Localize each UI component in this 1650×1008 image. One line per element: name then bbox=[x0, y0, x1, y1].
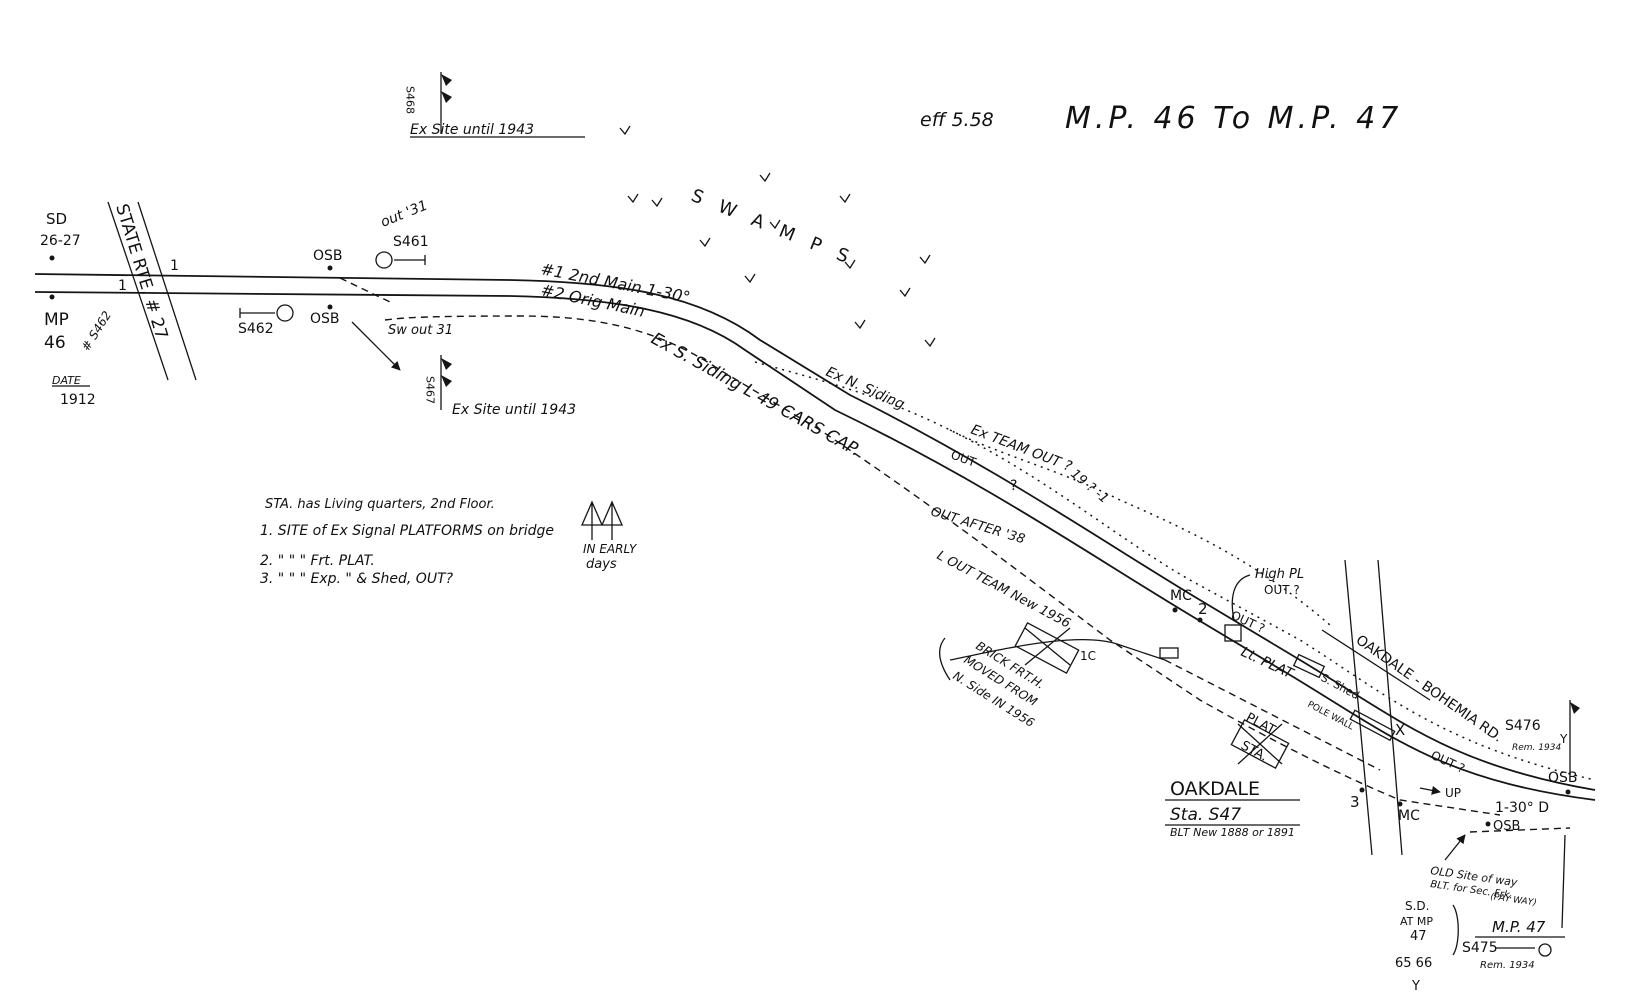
note-line-0: STA. has Living quarters, 2nd Floor. bbox=[265, 497, 495, 512]
track-question: ? bbox=[1010, 478, 1017, 494]
year-1912: 1912 bbox=[60, 392, 96, 408]
sd-47: 47 bbox=[1410, 929, 1427, 944]
station-name: OAKDALE bbox=[1170, 778, 1260, 800]
signal-s476-y: Y bbox=[1559, 732, 1568, 746]
header-title: M.P. 46 To M.P. 47 bbox=[1065, 101, 1402, 136]
year-1912-header: DATE bbox=[52, 374, 81, 387]
mc-bottom: MC bbox=[1398, 808, 1420, 824]
note-line-1: 1. SITE of Ex Signal PLATFORMS on bridge bbox=[260, 523, 554, 539]
swamp-marks bbox=[619, 125, 936, 348]
note-line-3: 3. " " " Exp. " & Shed, OUT? bbox=[260, 571, 454, 587]
switch-out-31: Sw out 31 bbox=[388, 323, 453, 338]
signal-s461 bbox=[375, 251, 426, 269]
signal-mast-s468 bbox=[440, 72, 452, 134]
curve-1-30-right: 1-30° D bbox=[1495, 800, 1549, 816]
sta-label: STA. bbox=[1238, 738, 1270, 764]
oakdale-bohemia-road bbox=[1321, 559, 1431, 856]
station-number: Sta. S47 bbox=[1170, 805, 1241, 825]
header-code: eff 5.58 bbox=[920, 109, 994, 131]
swamps-label: S W A M P S bbox=[688, 185, 857, 270]
high-platform-label: High PL bbox=[1255, 567, 1304, 582]
signal-s476: S476 bbox=[1505, 718, 1541, 734]
year-19q: 19 ? -1 bbox=[1067, 467, 1111, 507]
bridge-mark-1b: 1 bbox=[118, 278, 127, 294]
brick-freight-house bbox=[1014, 622, 1080, 674]
marker-3: 3 bbox=[1350, 793, 1360, 811]
at-mp-right: AT MP bbox=[1400, 915, 1433, 928]
sd-y: Y bbox=[1411, 979, 1420, 994]
light-platform: Lt. PLAT bbox=[1238, 644, 1296, 683]
signal-s461-label: S461 bbox=[393, 234, 429, 250]
trees-note-1: IN EARLY bbox=[583, 542, 638, 556]
road-label: OAKDALE - BOHEMIA RD. bbox=[1353, 632, 1506, 746]
track-1-main bbox=[34, 273, 1596, 791]
old-site-3: (PAY WAY) bbox=[1490, 892, 1538, 908]
sd-right: S.D. bbox=[1405, 899, 1430, 913]
ex-south-siding bbox=[384, 315, 1501, 816]
mp-47-label: M.P. 47 bbox=[1492, 918, 1546, 936]
pole-wall: POLE WALL bbox=[1306, 700, 1355, 733]
s462-note: # S462 bbox=[79, 309, 114, 354]
trees-note-2: days bbox=[586, 557, 617, 572]
signal-s475: S475 bbox=[1462, 940, 1498, 956]
up-label: UP bbox=[1445, 786, 1461, 800]
out-q-2: OUT ? bbox=[1229, 608, 1267, 636]
marker-2: 2 bbox=[1198, 600, 1208, 618]
sd-number: 26-27 bbox=[40, 233, 81, 249]
osb-low: OSB bbox=[1493, 819, 1520, 834]
track-out: OUT bbox=[949, 448, 978, 470]
station-building bbox=[1230, 719, 1290, 769]
team-track-new bbox=[949, 639, 1166, 661]
high-platform-out: OUT ? bbox=[1264, 583, 1300, 597]
signal-s462 bbox=[239, 304, 294, 322]
track-2-main bbox=[34, 291, 1596, 801]
ex-north-siding bbox=[754, 361, 1596, 781]
osb-top: OSB bbox=[313, 248, 343, 264]
station-built: BLT New 1888 or 1891 bbox=[1170, 826, 1295, 839]
signal-mast-s468-label: S468 bbox=[404, 86, 417, 114]
signal-s476-rem: Rem. 1934 bbox=[1512, 743, 1561, 753]
top-signal-note: Ex Site until 1943 bbox=[410, 122, 534, 138]
out-after-38: OUT AFTER '38 bbox=[929, 504, 1027, 547]
signal-mast-s467 bbox=[440, 355, 452, 410]
route-label: STATE RTE. # 27 bbox=[111, 202, 171, 342]
lc-label: 1C bbox=[1080, 649, 1096, 663]
north-siding-label: Ex N. Siding bbox=[823, 364, 907, 413]
crossing-x: X bbox=[1395, 721, 1405, 739]
trees-icon bbox=[581, 500, 623, 540]
mp-label: MP bbox=[44, 310, 69, 330]
signal-s475-rem: Rem. 1934 bbox=[1480, 960, 1535, 971]
left-crossover bbox=[339, 277, 391, 303]
out-31: out '31 bbox=[379, 198, 430, 231]
osb-right: OSB bbox=[1548, 770, 1578, 786]
sd-numbers: 65 66 bbox=[1395, 956, 1432, 971]
note-line-2: 2. " " " Frt. PLAT. bbox=[260, 553, 375, 569]
station-siding bbox=[1164, 659, 1381, 771]
siding-label: Ex S. Siding L 49 CARS CAP. bbox=[648, 329, 864, 461]
signal-mast-s467-label: S467 bbox=[424, 376, 437, 404]
mc-top: MC bbox=[1170, 588, 1192, 604]
sd-label: SD bbox=[46, 210, 67, 228]
signal-s462-label: S462 bbox=[238, 321, 274, 337]
bridge-mark-1a: 1 bbox=[170, 258, 179, 274]
lower-signal-note: Ex Site until 1943 bbox=[452, 402, 576, 418]
state-route-27-bridge bbox=[107, 201, 197, 381]
mp-number: 46 bbox=[44, 333, 66, 353]
ex-team-track bbox=[949, 429, 1331, 626]
osb-bottom: OSB bbox=[310, 311, 340, 327]
